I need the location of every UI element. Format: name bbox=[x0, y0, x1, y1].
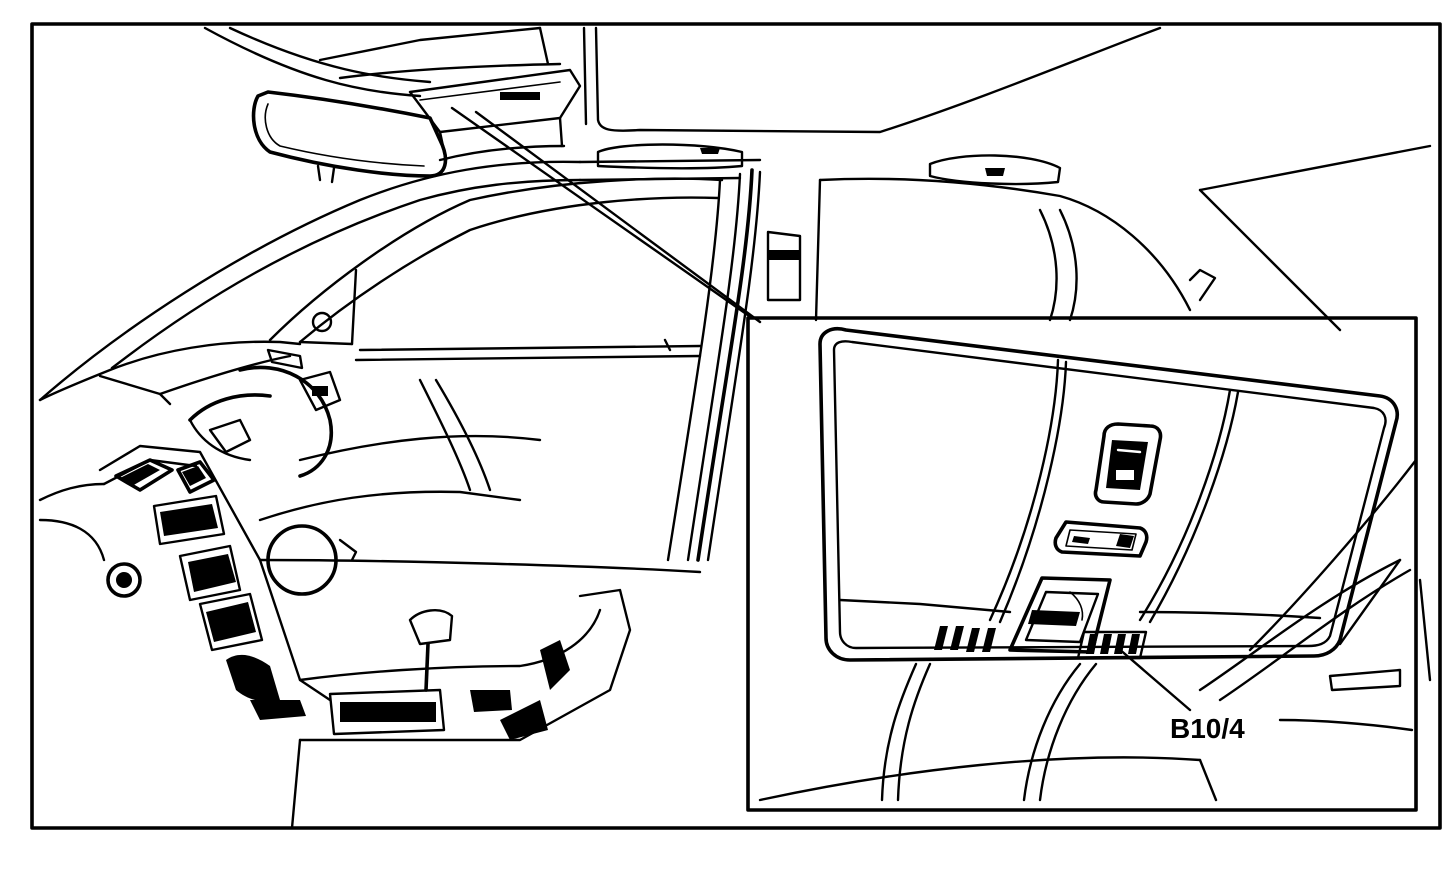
b-pillar bbox=[666, 168, 802, 562]
roof-headliner bbox=[203, 26, 1432, 332]
roof-overhead-console bbox=[408, 68, 582, 162]
outer-frame bbox=[30, 22, 1442, 830]
dashboard bbox=[38, 340, 342, 562]
windshield-frame bbox=[38, 158, 762, 402]
front-door-window bbox=[268, 177, 724, 362]
inset-detail bbox=[746, 316, 1418, 812]
dome-lights bbox=[596, 143, 1062, 186]
callout-leader-line bbox=[1116, 646, 1192, 712]
vent-left bbox=[934, 626, 996, 652]
rear-view-mirror bbox=[251, 90, 448, 184]
sensor-b10-4 bbox=[1076, 630, 1148, 660]
leader-lines bbox=[450, 106, 762, 324]
rear-door-window bbox=[814, 177, 1217, 322]
steering-column bbox=[188, 393, 272, 462]
rear-door-lower bbox=[1198, 558, 1432, 702]
front-seat bbox=[258, 378, 702, 596]
center-console bbox=[290, 588, 632, 830]
callout-label-b10-4: B10/4 bbox=[1170, 713, 1245, 744]
center-stack bbox=[98, 444, 332, 720]
